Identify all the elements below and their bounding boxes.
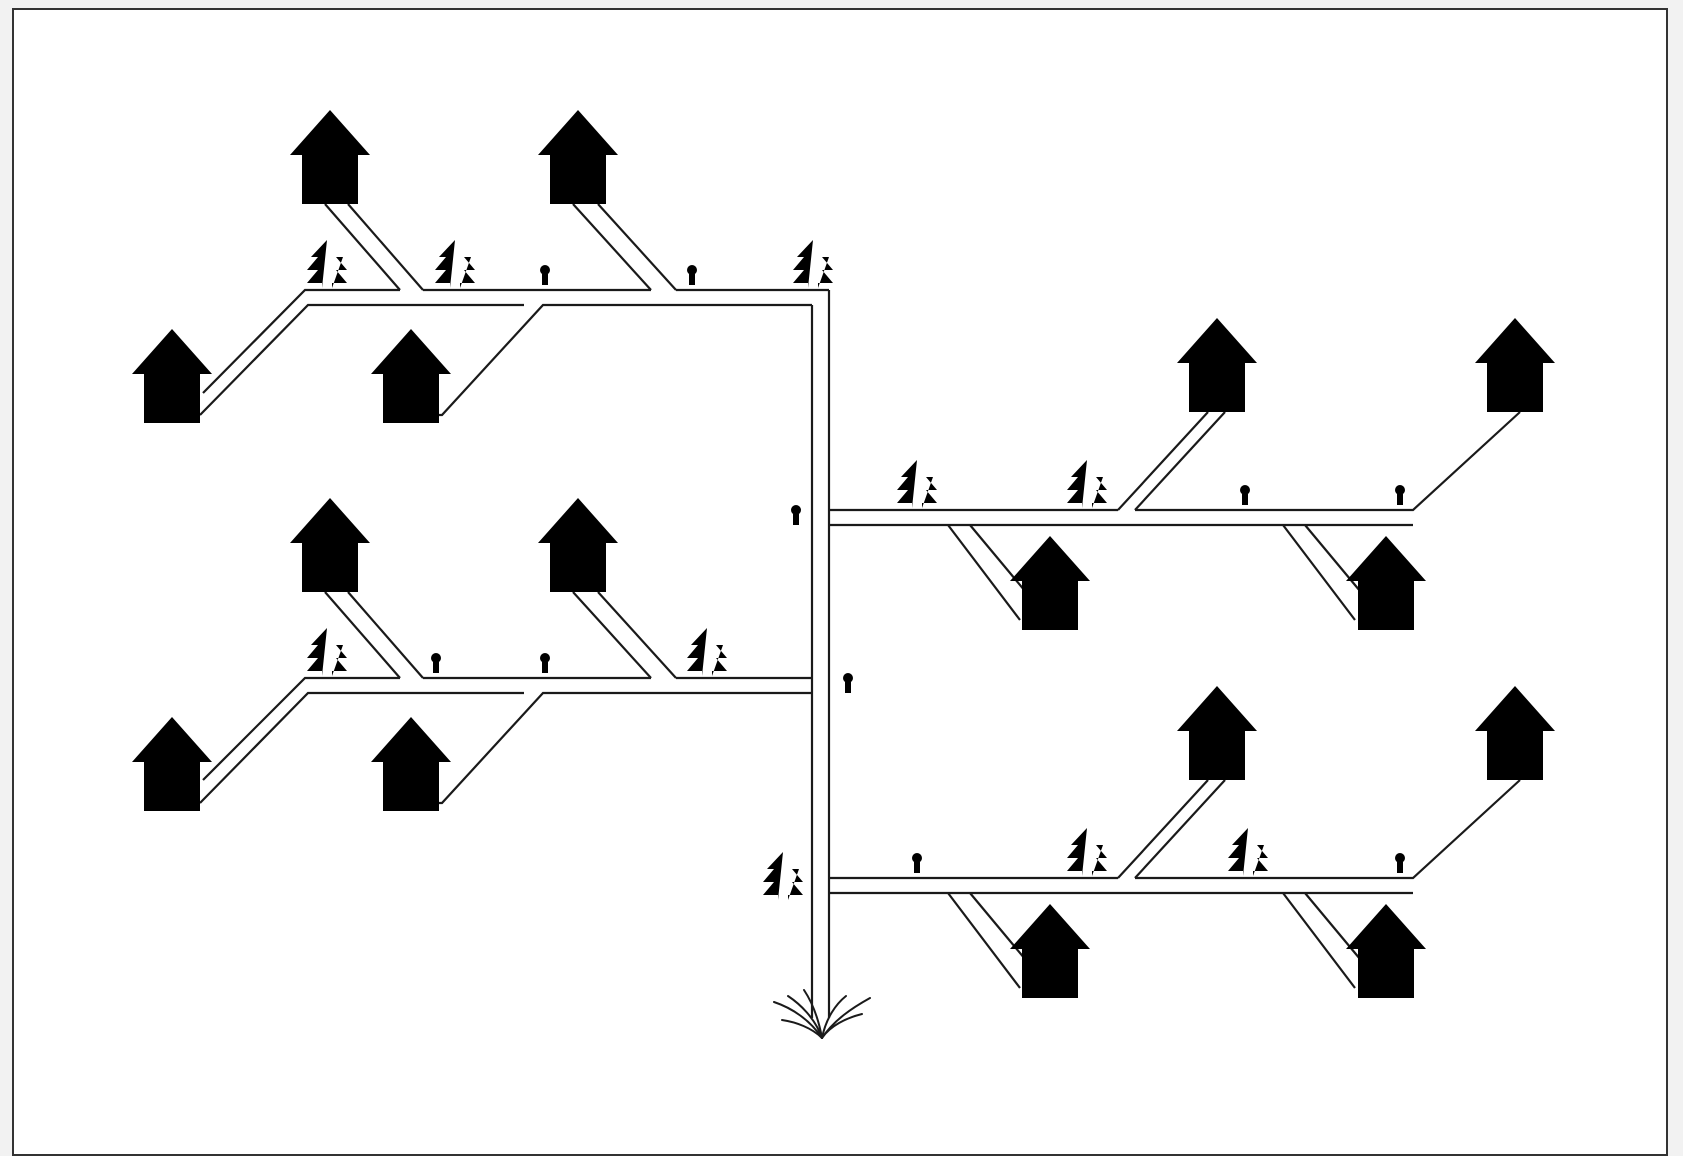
house-icon [132, 717, 212, 811]
tree-icon [763, 852, 803, 900]
house-icon [1346, 536, 1426, 630]
street-lamp-icon [540, 653, 550, 673]
grass-tuft-icon [773, 989, 871, 1039]
house-icon [1475, 318, 1555, 412]
spur-road [324, 591, 424, 679]
trees [307, 240, 1268, 900]
branch-road-lower-left [199, 691, 812, 805]
street-lamp-icon [843, 673, 853, 693]
houses [132, 110, 1555, 998]
street-lamp-icon [1395, 853, 1405, 873]
street-lamp-icon [687, 265, 697, 285]
house-icon [1010, 904, 1090, 998]
street-lamp-icon [791, 505, 801, 525]
tree-icon [1228, 828, 1268, 876]
tree-icon [793, 240, 833, 288]
tree-icon [1067, 460, 1107, 508]
house-icon [1475, 686, 1555, 780]
tree-icon [435, 240, 475, 288]
branch-road-lower-right [829, 779, 1521, 895]
house-icon [538, 498, 618, 592]
street-lamp-icon [540, 265, 550, 285]
spur-road [324, 203, 424, 291]
street-lamp-icon [912, 853, 922, 873]
spur-road [572, 203, 677, 291]
tree-icon [897, 460, 937, 508]
tree-icon [307, 240, 347, 288]
tree-icon [307, 628, 347, 676]
street-lamp-icon [1240, 485, 1250, 505]
branch-road-upper-left [199, 303, 812, 417]
branch-road-upper-right [829, 411, 1521, 527]
road-network [199, 203, 1521, 1018]
house-icon [290, 110, 370, 204]
street-lamp-icon [1395, 485, 1405, 505]
house-icon [371, 717, 451, 811]
house-icon [1177, 318, 1257, 412]
spur-road [1117, 779, 1226, 879]
house-icon [290, 498, 370, 592]
street-lamp-icon [431, 653, 441, 673]
spur-road [572, 591, 677, 679]
spur-road [1117, 411, 1226, 511]
house-icon [371, 329, 451, 423]
tree-icon [687, 628, 727, 676]
house-icon [1010, 536, 1090, 630]
house-icon [132, 329, 212, 423]
house-icon [1346, 904, 1426, 998]
tree-icon [1067, 828, 1107, 876]
house-icon [1177, 686, 1257, 780]
branch-road-lower-left [202, 676, 812, 781]
house-icon [538, 110, 618, 204]
branch-road-upper-left [202, 288, 829, 394]
